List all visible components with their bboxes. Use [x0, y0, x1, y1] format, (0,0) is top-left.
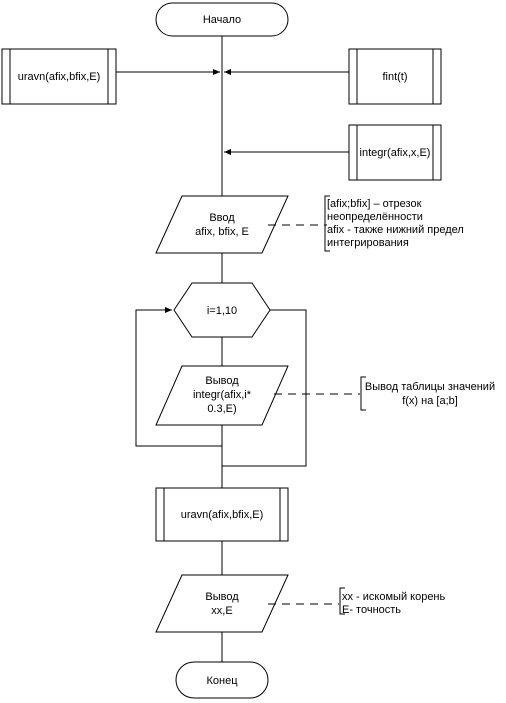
input-label-line1: Ввод — [209, 212, 235, 224]
output-table-note-line1: Вывод таблицы значений — [365, 381, 495, 393]
output-table-line3: 0.3,E) — [207, 403, 236, 415]
subroutine-integr: integr(afix,x,E) — [348, 124, 442, 181]
output-root-note-line1: xx - искомый корень — [342, 591, 446, 603]
output-table-note: Вывод таблицы значений f(x) на [a;b] — [360, 376, 495, 411]
input-note-line4: интегрирования — [327, 237, 409, 249]
input-note-line2: неопределённости — [327, 211, 423, 223]
loop-hexagon: i=1,10 — [173, 282, 271, 338]
end-terminator: Конец — [175, 661, 269, 699]
output-root-note-line2: E- точность — [342, 604, 401, 616]
input-note-line1: [afix;bfix] – отрезок — [327, 198, 422, 210]
end-label: Конец — [206, 675, 238, 687]
output-root-line1: Вывод — [205, 591, 239, 603]
loop-exit-line — [222, 309, 307, 467]
loop-label: i=1,10 — [207, 305, 237, 317]
input-parallelogram: Ввод afix, bfix, E — [155, 195, 289, 254]
output-table-parallelogram: Вывод integr(afix,i* 0.3,E) — [155, 365, 289, 426]
start-label: Начало — [203, 14, 241, 26]
output-root-line2: xx,E — [211, 605, 232, 617]
output-root-parallelogram: Вывод xx,E — [155, 574, 289, 633]
input-note: [afix;bfix] – отрезок неопределённости a… — [324, 195, 464, 252]
loop-back-line — [135, 307, 222, 447]
subroutine-uravn-call: uravn(afix,bfix,E) — [155, 487, 289, 542]
output-table-note-line2: f(x) на [a;b] — [402, 395, 458, 407]
subroutine-fint-label: fint(t) — [382, 71, 407, 83]
output-root-note: xx - искомый корень E- точность — [339, 587, 446, 616]
start-terminator: Начало — [155, 2, 289, 37]
input-label-line2: afix, bfix, E — [195, 226, 249, 238]
subroutine-fint: fint(t) — [348, 48, 442, 105]
subroutine-integr-label: integr(afix,x,E) — [360, 147, 431, 159]
subroutine-uravn-call-label: uravn(afix,bfix,E) — [181, 509, 264, 521]
subroutine-uravn-top-label: uravn(afix,bfix,E) — [18, 71, 101, 83]
output-table-line1: Вывод — [205, 375, 239, 387]
input-note-line3: afix - также нижний предел — [327, 224, 464, 236]
subroutine-uravn-top: uravn(afix,bfix,E) — [1, 48, 117, 105]
output-table-line2: integr(afix,i* — [193, 389, 252, 401]
